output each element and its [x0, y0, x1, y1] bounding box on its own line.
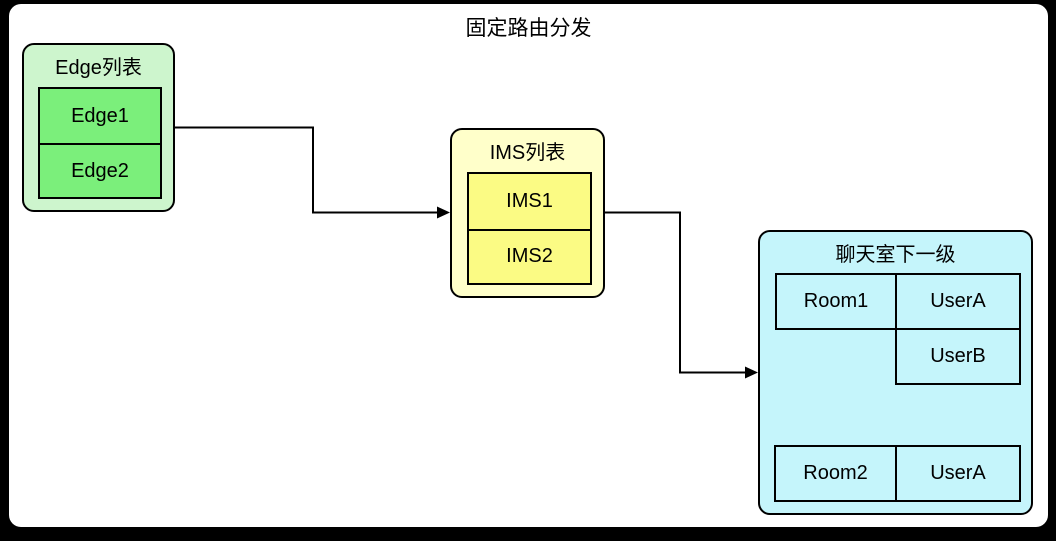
edge-list-box: Edge列表 Edge1 Edge2: [22, 43, 175, 212]
ims-list-box: IMS列表 IMS1 IMS2: [450, 128, 605, 298]
edge-list-items: Edge1 Edge2: [38, 87, 162, 199]
edge-item: Edge2: [40, 143, 160, 197]
chatroom-box: 聊天室下一级 Room1 UserA UserB Room2 UserA: [758, 230, 1033, 515]
ims-item: IMS2: [469, 228, 590, 284]
user-cell: UserA: [895, 445, 1021, 502]
diagram-title: 固定路由分发: [465, 17, 592, 40]
diagram-canvas: 固定路由分发 Edge列表 Edge1 Edge2 IMS列表 IMS1 IMS…: [9, 4, 1048, 527]
ims-item: IMS1: [506, 189, 553, 212]
arrowhead-icon: [745, 366, 758, 379]
ims-list-items: IMS1 IMS2: [467, 172, 592, 285]
ims-list-title: IMS列表: [489, 141, 566, 164]
user-cell: UserB: [895, 328, 1021, 385]
chatroom-title: 聊天室下一级: [835, 243, 956, 266]
user-cell: UserA: [895, 273, 1021, 330]
room-cell: Room1: [775, 273, 897, 330]
connector-edge-to-ims: [175, 126, 438, 214]
connector-ims-to-chatroom: [605, 211, 746, 374]
room-cell: Room2: [774, 445, 897, 502]
arrowhead-icon: [437, 206, 450, 219]
edge-list-title: Edge列表: [55, 56, 142, 79]
edge-item: Edge1: [71, 104, 129, 127]
